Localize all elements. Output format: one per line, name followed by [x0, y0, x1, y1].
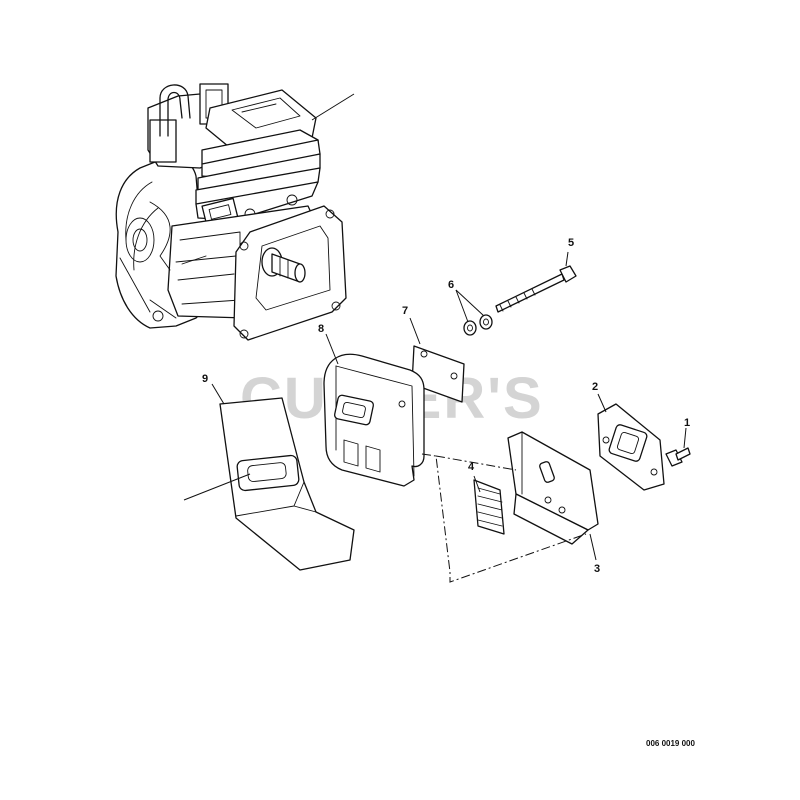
part-label-3: 3	[594, 563, 600, 575]
part-6-washers	[463, 314, 493, 336]
part-label-1: 1	[684, 417, 690, 429]
part-label-9: 9	[202, 373, 208, 385]
engine-assembly	[115, 83, 347, 341]
part-label-5: 5	[568, 237, 574, 249]
part-2-gasket	[597, 403, 665, 491]
part-4-screen	[473, 479, 505, 535]
part-labels: 1 2 3 4 5 6 7 8 9	[202, 237, 690, 575]
part-label-8: 8	[318, 323, 324, 335]
part-label-6: 6	[448, 279, 454, 291]
part-5-bolt	[495, 265, 577, 313]
document-number: 006 0019 000	[646, 739, 695, 748]
part-label-2: 2	[592, 381, 598, 393]
part-label-4: 4	[468, 461, 475, 473]
part-3-cover	[507, 431, 599, 545]
part-label-7: 7	[402, 305, 408, 317]
part-9-heat-shield	[219, 397, 355, 571]
part-8-muffler	[323, 353, 425, 487]
part-1-screw	[665, 447, 691, 467]
leader-lines	[183, 93, 687, 583]
